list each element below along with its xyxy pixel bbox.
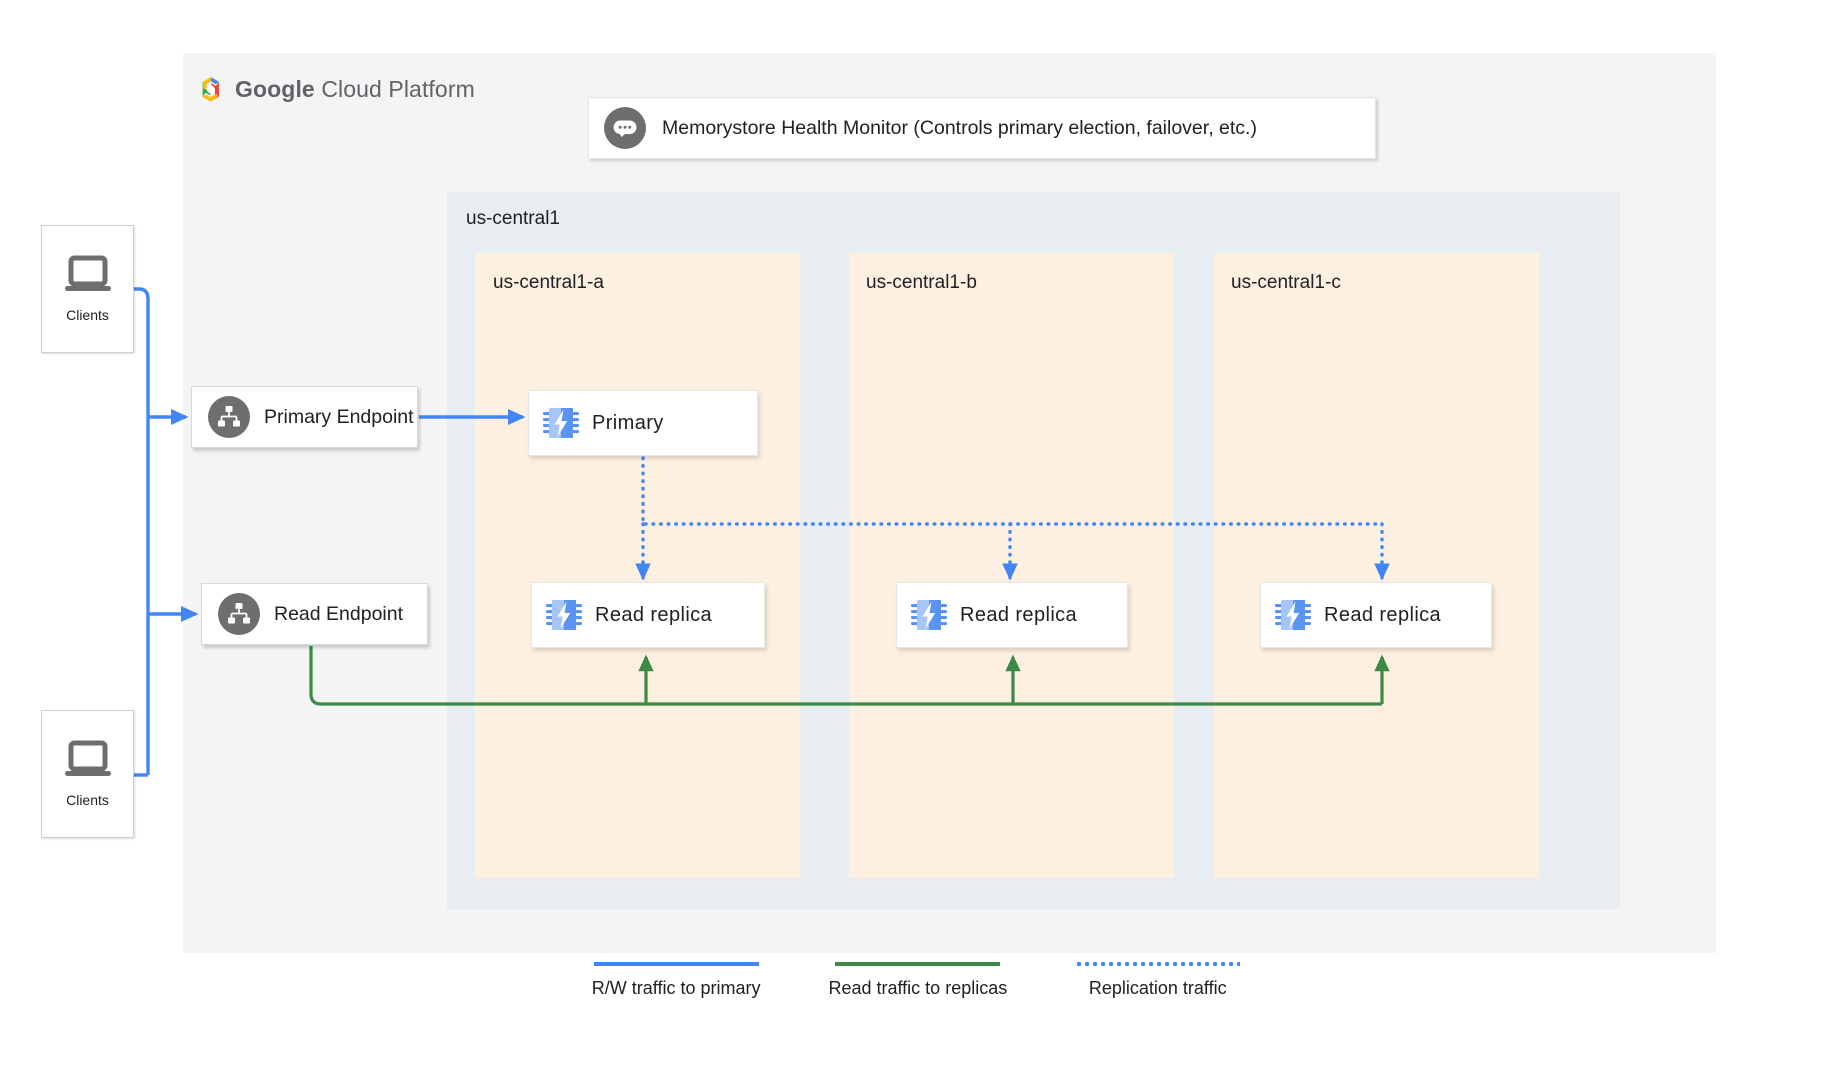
zone-label-c: us-central1-c bbox=[1231, 272, 1341, 293]
gcp-logo-text: Google Cloud Platform bbox=[235, 76, 475, 103]
read-replica-label-a: Read replica bbox=[595, 603, 713, 626]
read-replica-node-b: Read replica bbox=[896, 582, 1128, 648]
legend-label-rw-traffic: R/W traffic to primary bbox=[591, 978, 761, 998]
legend-label-read-traffic: Read traffic to replicas bbox=[828, 978, 1008, 998]
clients-label-bottom: Clients bbox=[66, 792, 109, 808]
chat-dots-icon bbox=[604, 107, 646, 149]
health-monitor-bar: Memorystore Health Monitor (Controls pri… bbox=[588, 97, 1376, 159]
memorystore-chip-icon bbox=[546, 600, 582, 630]
primary-instance-node: Primary bbox=[528, 390, 758, 456]
clients-node-bottom: Clients bbox=[41, 710, 134, 838]
topology-icon bbox=[208, 396, 250, 438]
region-label: us-central1 bbox=[466, 208, 560, 229]
zone-label-a: us-central1-a bbox=[493, 272, 604, 293]
legend-item-rw-traffic: R/W traffic to primary bbox=[591, 962, 761, 999]
read-replica-label-c: Read replica bbox=[1324, 603, 1442, 626]
laptop-icon bbox=[64, 740, 111, 776]
read-replica-label-b: Read replica bbox=[960, 603, 1078, 626]
gcp-logo-google: Google bbox=[235, 75, 315, 102]
legend-swatch-read-traffic bbox=[835, 962, 1001, 966]
read-replica-node-a: Read replica bbox=[531, 582, 765, 648]
legend-item-replication-traffic: Replication traffic bbox=[1075, 962, 1241, 999]
topology-icon bbox=[218, 593, 260, 635]
legend: R/W traffic to primary Read traffic to r… bbox=[0, 962, 1832, 999]
legend-swatch-replication-traffic bbox=[1075, 962, 1241, 966]
primary-endpoint-label: Primary Endpoint bbox=[264, 405, 414, 428]
clients-node-top: Clients bbox=[41, 225, 134, 353]
legend-label-replication-traffic: Replication traffic bbox=[1088, 978, 1227, 998]
read-endpoint-label: Read Endpoint bbox=[274, 602, 404, 625]
gcp-hexagon-logo-icon bbox=[202, 76, 219, 101]
memorystore-chip-icon bbox=[1275, 600, 1311, 630]
gcp-logo-cloud-platform: Cloud Platform bbox=[314, 75, 475, 102]
read-replica-node-c: Read replica bbox=[1260, 582, 1492, 648]
zone-label-b: us-central1-b bbox=[866, 272, 977, 293]
zone-container-us-central1-c bbox=[1214, 253, 1539, 878]
clients-label-top: Clients bbox=[66, 307, 109, 323]
primary-instance-label: Primary bbox=[592, 411, 664, 434]
read-endpoint-node: Read Endpoint bbox=[201, 583, 428, 645]
memorystore-chip-icon bbox=[911, 600, 947, 630]
primary-endpoint-node: Primary Endpoint bbox=[191, 386, 418, 448]
zone-container-us-central1-a bbox=[475, 253, 800, 878]
memorystore-chip-icon bbox=[543, 408, 579, 438]
legend-item-read-traffic: Read traffic to replicas bbox=[828, 962, 1007, 999]
gcp-logo: Google Cloud Platform bbox=[196, 72, 475, 106]
laptop-icon bbox=[64, 255, 111, 291]
health-monitor-label: Memorystore Health Monitor (Controls pri… bbox=[662, 116, 1257, 139]
legend-swatch-rw-traffic bbox=[593, 962, 759, 966]
zone-container-us-central1-b bbox=[849, 253, 1174, 878]
